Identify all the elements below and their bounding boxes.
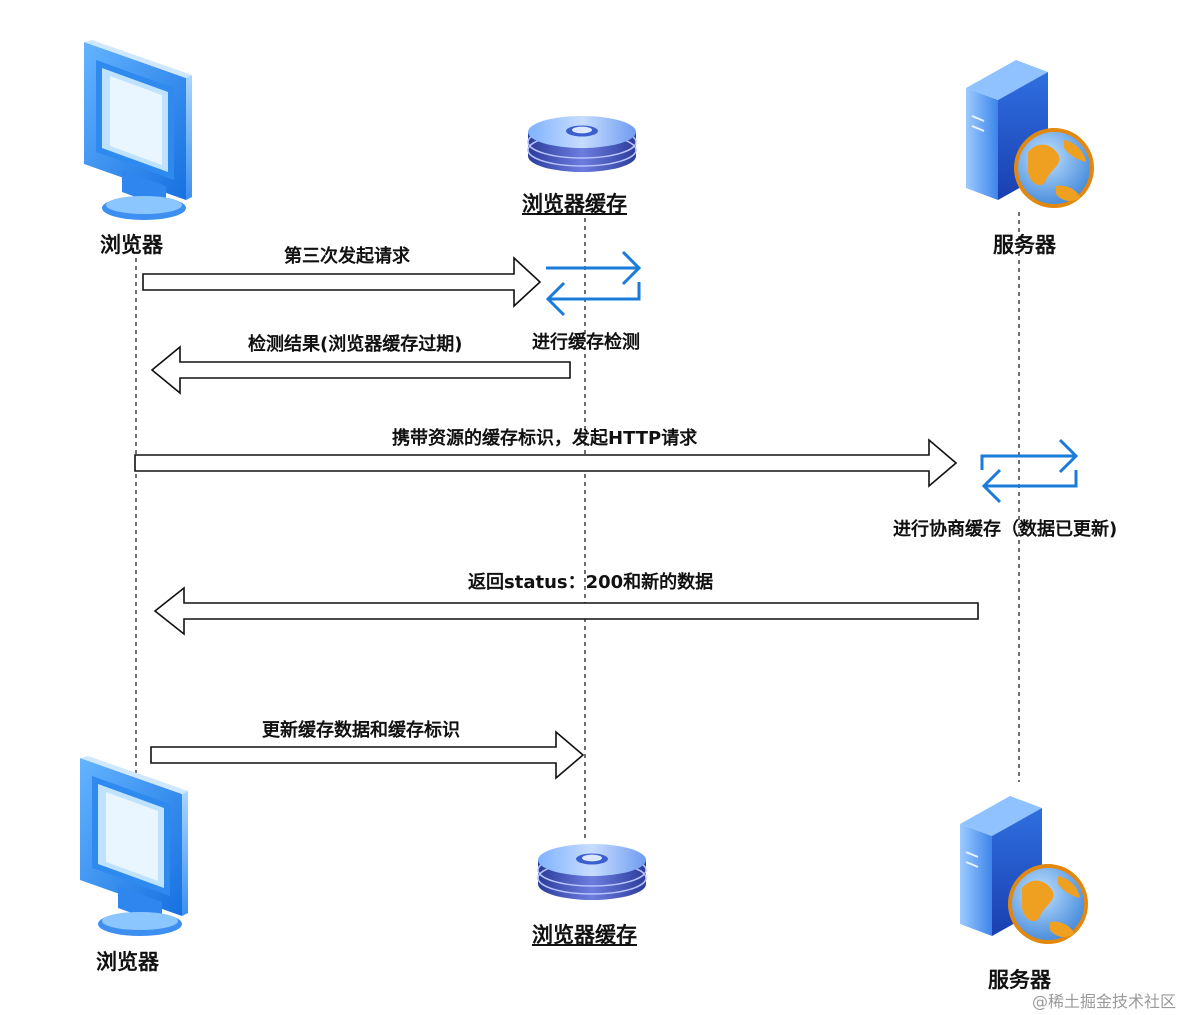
disk-icon: [527, 116, 637, 172]
refresh-icon: [545, 250, 642, 317]
message-label: 更新缓存数据和缓存标识: [262, 720, 460, 741]
note-label: 进行协商缓存（数据已更新): [893, 519, 1118, 540]
result-arrow: [150, 345, 571, 395]
monitor-icon: [84, 40, 192, 220]
browser-cache-label: 浏览器缓存: [522, 192, 627, 216]
message-label: 第三次发起请求: [284, 246, 410, 267]
refresh-icon: [980, 438, 1079, 504]
monitor-icon: [80, 756, 188, 936]
browser-label: 浏览器: [96, 950, 159, 974]
server-icon: [966, 60, 1094, 208]
watermark: @稀土掘金技术社区: [1032, 992, 1177, 1011]
message-label: 携带资源的缓存标识，发起HTTP请求: [392, 428, 698, 449]
http-request-arrow: [134, 438, 958, 488]
server-label: 服务器: [993, 233, 1056, 257]
disk-icon: [537, 844, 647, 900]
update-cache-arrow: [150, 730, 585, 780]
browser-cache-label: 浏览器缓存: [532, 923, 637, 947]
server-icon: [960, 796, 1088, 944]
message-label: 检测结果(浏览器缓存过期): [248, 334, 463, 355]
message-label: 返回status：200和新的数据: [468, 572, 714, 593]
note-label: 进行缓存检测: [532, 332, 640, 353]
browser-label: 浏览器: [100, 233, 163, 257]
response-arrow: [153, 586, 979, 636]
request-arrow: [142, 256, 542, 308]
server-label: 服务器: [988, 968, 1051, 992]
